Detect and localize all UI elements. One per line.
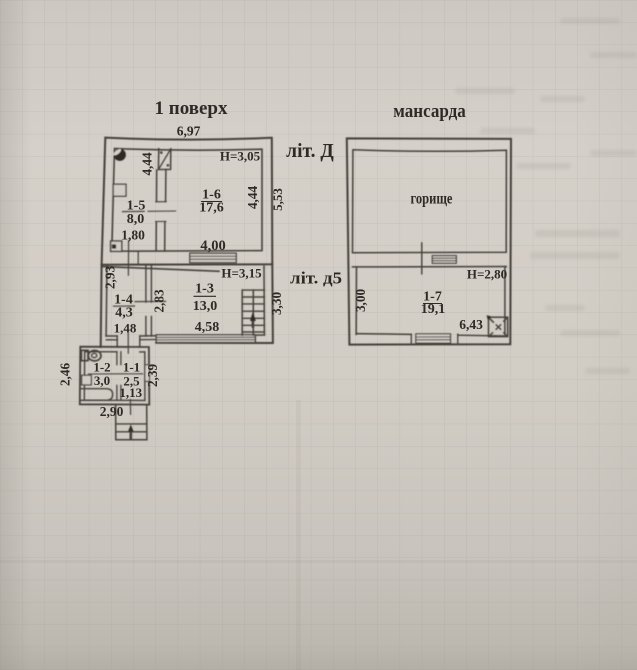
svg-text:2,46: 2,46 <box>58 363 73 386</box>
svg-text:1,13: 1,13 <box>119 385 142 400</box>
svg-text:горище: горище <box>411 191 453 208</box>
svg-text:літ. Д: літ. Д <box>286 141 334 162</box>
svg-text:2,83: 2,83 <box>152 289 167 312</box>
svg-text:1-4: 1-4 <box>114 293 133 308</box>
svg-text:13,0: 13,0 <box>193 299 218 314</box>
svg-text:1-1: 1-1 <box>123 360 140 375</box>
svg-text:4,3: 4,3 <box>115 306 133 321</box>
svg-text:1-3: 1-3 <box>195 282 214 297</box>
svg-text:1-6: 1-6 <box>202 188 221 203</box>
svg-text:5,53: 5,53 <box>270 188 285 211</box>
svg-text:мансарда: мансарда <box>393 102 466 122</box>
svg-text:Н=2,80: Н=2,80 <box>467 267 507 282</box>
svg-text:2,5: 2,5 <box>123 374 140 389</box>
svg-text:4,44: 4,44 <box>140 152 155 175</box>
svg-text:1 поверх: 1 поверх <box>155 98 228 119</box>
svg-text:Н=3,05: Н=3,05 <box>220 149 261 164</box>
svg-text:4,44: 4,44 <box>245 186 260 209</box>
svg-text:2,93: 2,93 <box>103 266 118 289</box>
svg-text:3,0: 3,0 <box>94 373 110 388</box>
svg-text:1,48: 1,48 <box>114 321 137 336</box>
svg-text:6,43: 6,43 <box>459 317 483 332</box>
svg-text:4,58: 4,58 <box>195 320 220 335</box>
svg-text:17,6: 17,6 <box>199 201 224 216</box>
svg-text:Н=3,15: Н=3,15 <box>221 266 262 281</box>
svg-text:19,1: 19,1 <box>421 302 446 317</box>
svg-text:6,97: 6,97 <box>177 124 201 139</box>
svg-text:1-7: 1-7 <box>423 290 442 305</box>
svg-text:1-2: 1-2 <box>93 360 110 375</box>
svg-text:3,00: 3,00 <box>353 289 368 312</box>
svg-text:8,0: 8,0 <box>127 212 145 227</box>
svg-text:1,80: 1,80 <box>121 228 145 243</box>
svg-text:1-5: 1-5 <box>127 199 146 214</box>
svg-text:2,39: 2,39 <box>145 364 160 387</box>
svg-text:4,00: 4,00 <box>200 238 225 254</box>
svg-text:літ. д5: літ. д5 <box>290 269 342 288</box>
svg-text:2,90: 2,90 <box>100 404 124 419</box>
svg-text:3,30: 3,30 <box>269 292 284 315</box>
